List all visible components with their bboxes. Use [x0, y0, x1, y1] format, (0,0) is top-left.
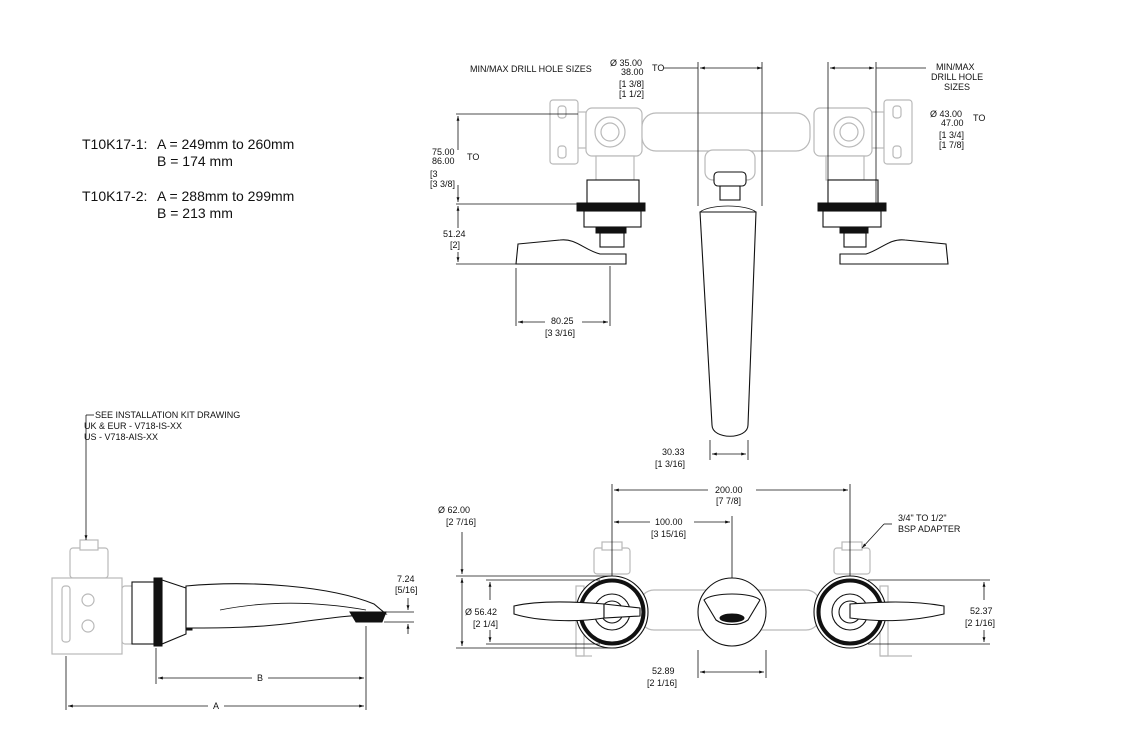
- left-drill-dia-2: 38.00: [621, 67, 644, 77]
- front-dims: [456, 484, 990, 678]
- handle-h-in: [2]: [450, 240, 460, 250]
- spec-2-model: T10K17-2:: [82, 188, 147, 204]
- side-note-3: US - V718-AIS-XX: [84, 432, 158, 442]
- depth-2: 86.00: [432, 156, 455, 166]
- depth-in-2: [3 3/8]: [430, 179, 455, 189]
- depth-in-1: [3: [430, 169, 438, 179]
- depth-to: TO: [467, 152, 479, 162]
- inner-dia: Ø 56.42: [465, 607, 497, 617]
- front-spout-cap: [697, 577, 767, 647]
- inner-dia-in: [2 1/4]: [473, 619, 498, 629]
- side-dims: [65, 598, 414, 710]
- top-view-body: [549, 99, 913, 181]
- left-drill-in-1: [1 3/8]: [619, 79, 644, 89]
- half-span: 100.00: [655, 517, 683, 527]
- right-drill-label-3: SIZES: [944, 82, 970, 92]
- spout-w: 30.33: [662, 447, 685, 457]
- tip-h-in: [5/16]: [395, 585, 418, 595]
- right-drill-dia-1: Ø 43.00: [930, 109, 962, 119]
- right-drill-in-1: [1 3/4]: [939, 130, 964, 140]
- spec-2-b: B = 213 mm: [157, 205, 233, 221]
- front-right-valve: [813, 575, 945, 649]
- depth-1: 75.00: [432, 147, 455, 157]
- height: 52.37: [970, 606, 993, 616]
- front-view: Ø 62.00 [2 7/16] Ø 56.42 [2 1/4] 200.00 …: [438, 484, 995, 688]
- front-dim-text: Ø 62.00 [2 7/16] Ø 56.42 [2 1/4] 200.00 …: [438, 485, 995, 688]
- left-drill-label: MIN/MAX DRILL HOLE SIZES: [470, 64, 592, 74]
- top-view: MIN/MAX DRILL HOLE SIZES Ø 35.00 38.00 T…: [430, 58, 985, 469]
- span: 200.00: [715, 485, 743, 495]
- right-drill-to: TO: [973, 113, 985, 123]
- dim-a-label: A: [213, 701, 219, 711]
- left-drill-in-2: [1 1/2]: [619, 89, 644, 99]
- right-drill-label-2: DRILL HOLE: [931, 72, 983, 82]
- top-right-handle: [817, 179, 949, 265]
- side-body: [51, 539, 135, 655]
- spec-1-a: A = 249mm to 260mm: [157, 136, 294, 152]
- handle-h: 51.24: [443, 229, 466, 239]
- front-left-valve: [513, 575, 649, 649]
- outer-dia: Ø 62.00: [438, 505, 470, 515]
- height-in: [2 1/16]: [965, 618, 995, 628]
- spec-1-b: B = 174 mm: [157, 153, 233, 169]
- side-note-2: UK & EUR - V718-IS-XX: [84, 421, 182, 431]
- spout-dia-in: [2 1/16]: [647, 678, 677, 688]
- right-drill-dia-2: 47.00: [941, 118, 964, 128]
- adapter-2: BSP ADAPTER: [898, 524, 961, 534]
- dim-b-label: B: [257, 673, 263, 683]
- spout-w-in: [1 3/16]: [655, 459, 685, 469]
- spec-block: T10K17-1: A = 249mm to 260mm B = 174 mm …: [82, 136, 294, 221]
- top-spout: [699, 171, 757, 437]
- half-span-in: [3 15/16]: [651, 529, 686, 539]
- handle-w: 80.25: [551, 316, 574, 326]
- span-in: [7 7/8]: [716, 496, 741, 506]
- top-dims: [456, 62, 926, 460]
- side-note-1: SEE INSTALLATION KIT DRAWING: [95, 410, 240, 420]
- top-dim-text: MIN/MAX DRILL HOLE SIZES Ø 35.00 38.00 T…: [430, 58, 985, 469]
- left-drill-dia-1: Ø 35.00: [610, 58, 642, 68]
- right-drill-in-2: [1 7/8]: [939, 140, 964, 150]
- tip-h: 7.24: [397, 574, 415, 584]
- adapter-1: 3/4" TO 1/2": [898, 513, 947, 523]
- outer-dia-in: [2 7/16]: [446, 517, 476, 527]
- handle-w-in: [3 3/16]: [545, 328, 575, 338]
- spec-2-a: A = 288mm to 299mm: [157, 188, 294, 204]
- left-drill-to: TO: [652, 63, 664, 73]
- spout-dia: 52.89: [652, 666, 675, 676]
- spec-1-model: T10K17-1:: [82, 136, 147, 152]
- side-view: SEE INSTALLATION KIT DRAWING UK & EUR - …: [51, 410, 418, 711]
- side-spout: [185, 583, 388, 629]
- top-left-handle: [515, 179, 646, 265]
- right-drill-label-1: MIN/MAX: [936, 62, 975, 72]
